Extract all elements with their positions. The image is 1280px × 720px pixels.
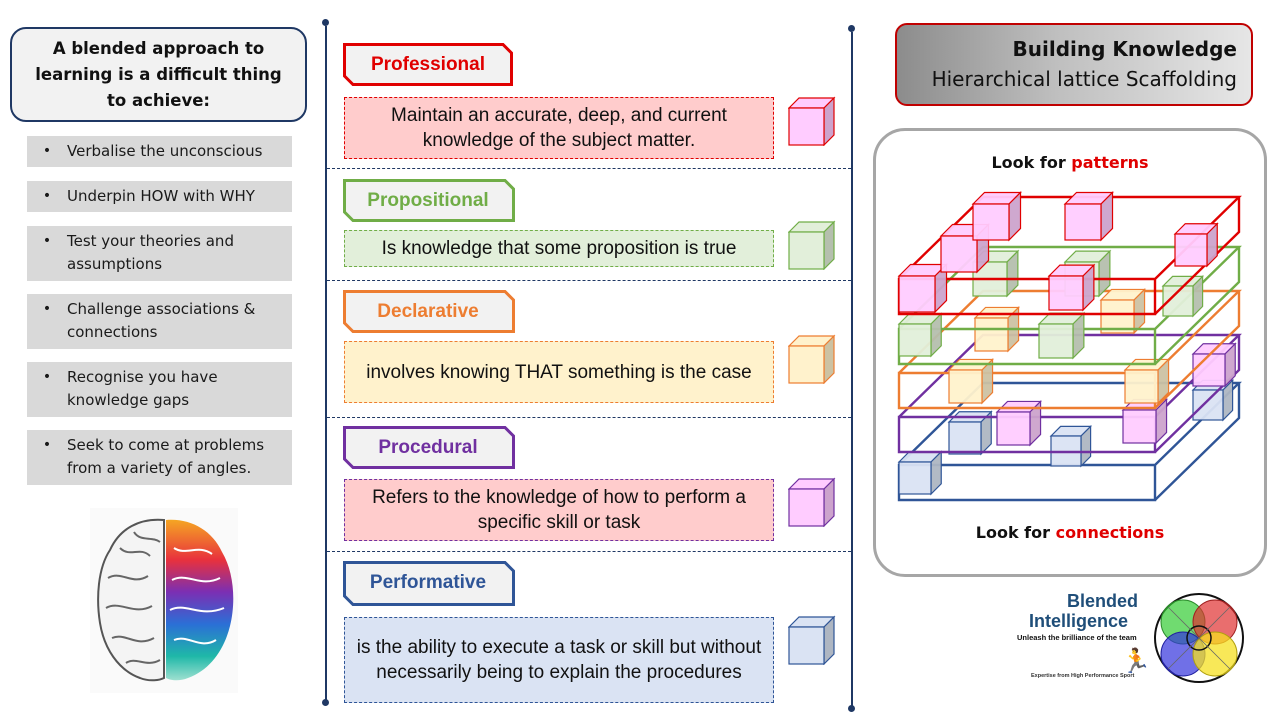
bottom-caption-highlight: connections (1055, 523, 1165, 542)
top-caption-highlight: patterns (1071, 153, 1149, 172)
level-description: Refers to the knowledge of how to perfor… (344, 479, 774, 541)
bullet-item: • Challenge associations & connections (27, 294, 292, 349)
lattice-cube (1161, 274, 1205, 318)
divider-endpoint (322, 699, 329, 706)
bullet-item: • Seek to come at problems from a variet… (27, 430, 292, 485)
cube-icon (788, 220, 836, 270)
level-description: Maintain an accurate, deep, and current … (344, 97, 774, 159)
bullet-text: Seek to come at problems from a variety … (67, 436, 265, 477)
lattice-layer-edge (1154, 247, 1241, 365)
level-description: is the ability to execute a task or skil… (344, 617, 774, 703)
logo-line1: Blended (1067, 591, 1139, 611)
bullet-item: • Underpin HOW with WHY (27, 181, 292, 212)
section-divider (327, 168, 851, 169)
title: Building Knowledge (1012, 37, 1237, 61)
lattice-cube (971, 191, 1022, 242)
title-banner: Building Knowledge Hierarchical lattice … (895, 23, 1253, 106)
left-divider-line (325, 26, 327, 702)
lattice-diagram (897, 191, 1242, 502)
bullet-dot: • (42, 233, 52, 249)
bullet-text: Verbalise the unconscious (67, 142, 263, 160)
section-divider (327, 551, 851, 552)
lattice-cube (947, 410, 993, 456)
tag-shape (343, 426, 515, 469)
section-divider (327, 280, 851, 281)
level-tag-performative: Performative (343, 561, 515, 606)
level-tag-declarative: Declarative (343, 290, 515, 333)
level-tag-propositional: Propositional (343, 179, 515, 222)
bullet-item: • Verbalise the unconscious (27, 136, 292, 167)
lattice-cube (1047, 263, 1096, 312)
cube-icon (788, 615, 836, 665)
brain-illustration (90, 508, 238, 693)
level-title: Declarative (377, 300, 479, 322)
logo-footer: Expertise from High Performance Sport (1031, 673, 1135, 679)
lattice-cube (995, 399, 1043, 447)
bullet-dot: • (42, 188, 52, 204)
bullet-dot: • (42, 369, 52, 385)
logo-line2: Intelligence (1029, 611, 1129, 631)
top-caption: Look for patterns (876, 153, 1264, 172)
level-tag-professional: Professional (343, 43, 513, 86)
bullet-text: Underpin HOW with WHY (67, 187, 255, 205)
lattice-layer-edge (1154, 197, 1241, 315)
lattice-cube (1099, 287, 1147, 335)
logo-tagline: Unleash the brilliance of the team (1017, 633, 1137, 642)
level-title: Procedural (378, 436, 478, 458)
cube-icon (788, 477, 836, 527)
blended-intelligence-logo: Blended Intelligence Unleash the brillia… (1017, 588, 1247, 688)
lattice-cube (1123, 357, 1171, 405)
divider-endpoint (848, 25, 855, 32)
bullet-text: Test your theories and assumptions (67, 232, 234, 273)
bullet-text: Recognise you have knowledge gaps (67, 368, 218, 409)
bottom-caption-prefix: Look for (975, 523, 1056, 542)
cube-icon (788, 96, 836, 146)
bullet-item: • Recognise you have knowledge gaps (27, 362, 292, 417)
lattice-cube (897, 263, 948, 314)
level-description: involves knowing THAT something is the c… (344, 341, 774, 403)
lattice-cube (897, 312, 943, 358)
right-divider-line (851, 32, 853, 708)
brain-icon (97, 518, 234, 682)
bullet-dot: • (42, 143, 52, 159)
lattice-layer-edge (1154, 291, 1241, 409)
divider-endpoint (322, 19, 329, 26)
level-tag-procedural: Procedural (343, 426, 515, 469)
intro-heading: A blended approach to learning is a diff… (10, 27, 307, 122)
lattice-layer-edge (1154, 335, 1241, 453)
bullet-item: • Test your theories and assumptions (27, 226, 292, 281)
tag-shape (343, 179, 515, 222)
lattice-layer-edge (1154, 383, 1241, 501)
tag-shape (343, 290, 515, 333)
lattice-cube (1121, 397, 1169, 445)
section-divider (327, 417, 851, 418)
lattice-cube (897, 450, 943, 496)
bullet-dot: • (42, 301, 52, 317)
top-caption-prefix: Look for (991, 153, 1072, 172)
lattice-cube (1049, 424, 1093, 468)
cube-icon (788, 334, 836, 384)
tag-shape (343, 561, 515, 606)
bullet-text: Challenge associations & connections (67, 300, 256, 341)
bullet-dot: • (42, 437, 52, 453)
lattice-cube (947, 357, 995, 405)
tag-shape (343, 43, 513, 86)
lattice-cube (1037, 311, 1086, 360)
lattice-cube (1173, 222, 1219, 268)
level-title: Propositional (367, 189, 489, 211)
runner-icon: 🏃 (1121, 648, 1151, 675)
lattice-cube (1063, 191, 1114, 242)
subtitle: Hierarchical lattice Scaffolding (931, 67, 1237, 91)
divider-endpoint (848, 705, 855, 712)
bottom-caption: Look for connections (876, 523, 1264, 542)
venn-circles-icon (1154, 593, 1244, 683)
level-title: Performative (369, 571, 487, 593)
level-title: Professional (370, 53, 486, 75)
level-description: Is knowledge that some proposition is tr… (344, 230, 774, 267)
